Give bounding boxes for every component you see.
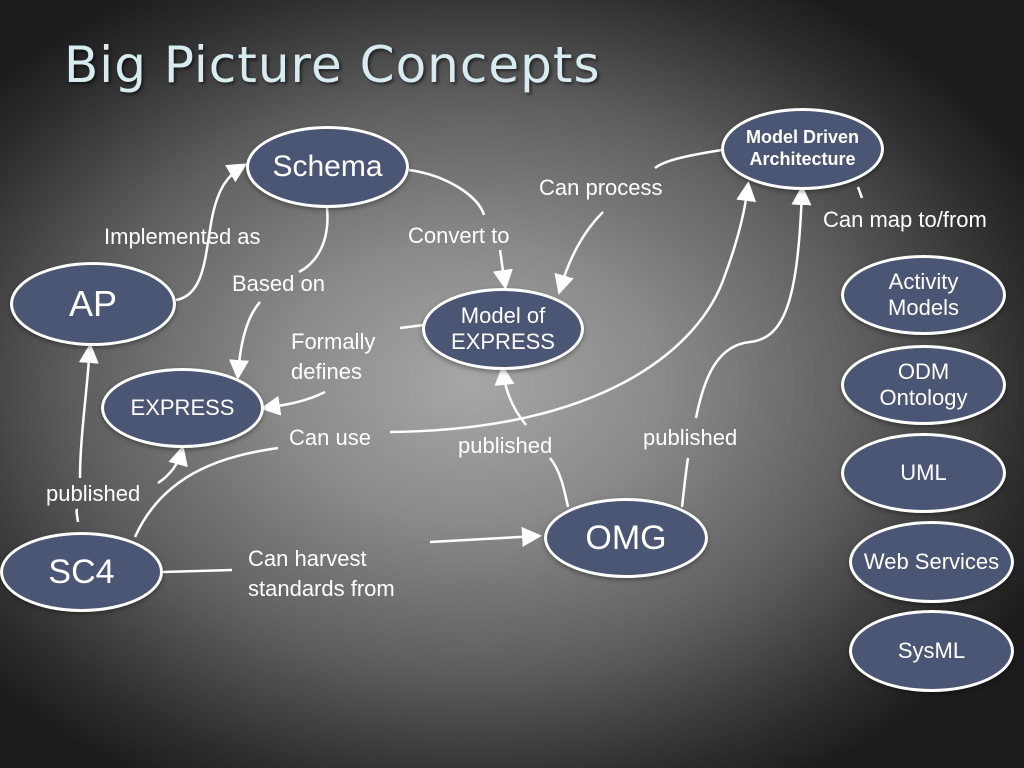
node-model-of-express: Model of EXPRESS <box>422 288 584 370</box>
label-convert-to: Convert to <box>408 223 510 248</box>
node-activity-models: Activity Models <box>841 255 1006 335</box>
label-formally-defines: Formally defines <box>291 329 376 384</box>
node-express: EXPRESS <box>101 368 264 448</box>
node-uml: UML <box>841 433 1006 513</box>
edge-published-omg-mda <box>680 457 690 508</box>
edge-published-omg-model-arrow <box>494 365 527 426</box>
edge-based-on-arrow <box>229 301 261 380</box>
node-sc4: SC4 <box>0 532 163 612</box>
label-based-on: Based on <box>232 271 325 296</box>
edge-sc4-express <box>157 445 188 485</box>
node-odm-ontology: ODM Ontology <box>841 345 1006 425</box>
label-can-use: Can use <box>289 425 371 450</box>
edge-published-omg-mda-arrow <box>694 185 812 419</box>
edge-published-omg-model <box>549 457 570 508</box>
edge-convert-to <box>408 168 486 216</box>
edge-can-harvest <box>162 568 233 574</box>
node-sysml: SysML <box>849 610 1014 692</box>
label-can-harvest: Can harvest standards from <box>248 546 395 601</box>
label-implemented-as: Implemented as <box>104 224 261 249</box>
edge-can-harvest-arrow <box>429 526 542 547</box>
node-web-services: Web Services <box>849 521 1014 603</box>
label-published-omg-mda: published <box>643 425 738 450</box>
edge-published-sc4-ap-arrow <box>78 343 99 479</box>
node-ap: AP <box>10 262 176 346</box>
node-mda: Model Driven Architecture <box>721 108 884 190</box>
edge-can-map <box>856 186 864 199</box>
edge-formally-defines <box>399 323 425 330</box>
label-can-process: Can process <box>539 175 663 200</box>
edge-can-process-arrow <box>554 211 604 295</box>
label-published-sc4: published <box>46 481 141 506</box>
edge-based-on <box>298 207 329 274</box>
edge-can-process <box>654 148 723 170</box>
edge-can-use <box>133 446 279 538</box>
node-schema: Schema <box>246 126 409 208</box>
label-can-map-to-from: Can map to/from <box>823 207 987 232</box>
node-omg: OMG <box>544 498 708 578</box>
label-published-omg-model: published <box>458 433 553 458</box>
edge-implemented-as <box>175 163 248 302</box>
edge-formally-defines-arrow <box>260 390 326 416</box>
edge-can-use-arrow <box>389 181 757 434</box>
edge-published-sc4-ap <box>75 508 80 523</box>
page-title: Big Picture Concepts <box>64 36 601 94</box>
edge-convert-to-arrow <box>492 249 513 290</box>
